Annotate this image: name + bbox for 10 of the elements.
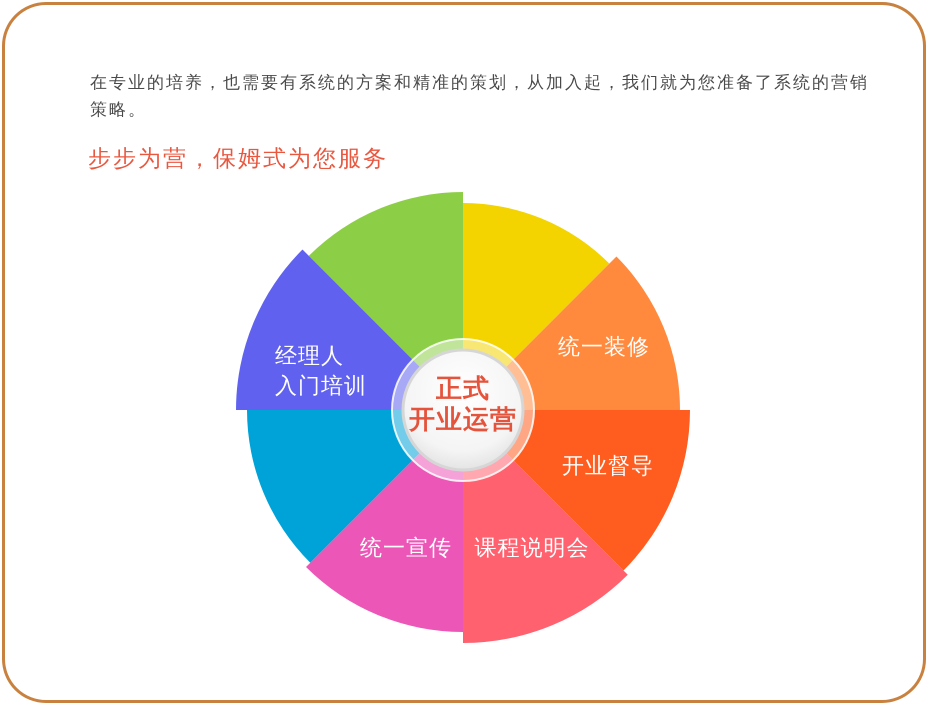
- segment-label: 经理人入门培训: [275, 343, 367, 401]
- center-title: 正式开业运营: [409, 374, 517, 436]
- segment-label: 课程说明会: [474, 535, 590, 563]
- wheel-segment: [306, 453, 463, 632]
- wheel-segment: [463, 453, 628, 643]
- section-heading: 步步为营，保姆式为您服务: [88, 145, 388, 174]
- segment-label: 统一宣传: [360, 535, 452, 563]
- segment-label: 开业督导: [562, 453, 654, 481]
- intro-paragraph: 在专业的培养，也需要有系统的方案和精准的策划，从加入起，我们就为您准备了系统的营销策略。: [90, 72, 870, 122]
- segment-label: 统一装修: [558, 334, 650, 362]
